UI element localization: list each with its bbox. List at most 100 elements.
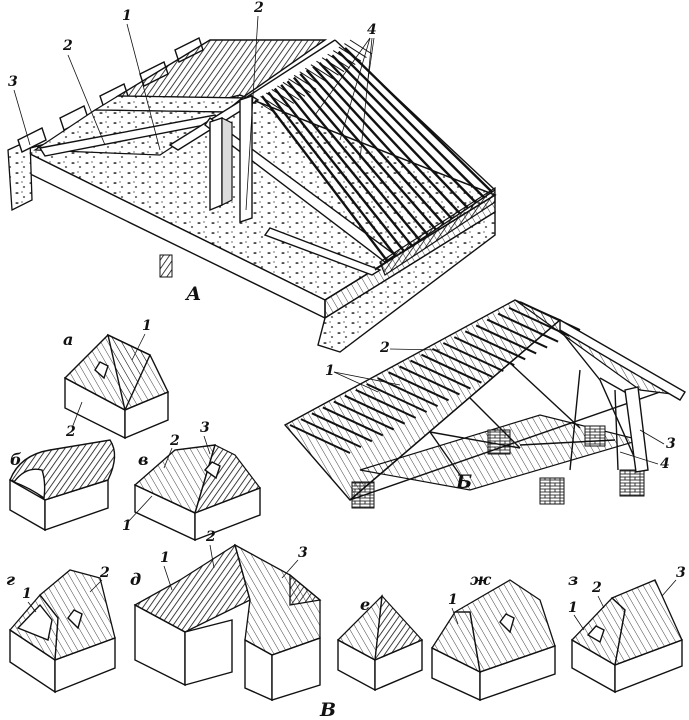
rafter-tick — [254, 99, 278, 115]
rafter — [267, 91, 397, 258]
roof-variant-a: а 1 2 — [63, 318, 169, 440]
support-column — [159, 254, 173, 278]
rafter — [318, 61, 461, 215]
callout-vz-2: 2 — [591, 580, 602, 596]
rafter-tick — [332, 50, 356, 66]
exterior-wall — [317, 210, 496, 353]
callout-b-3: 3 — [666, 436, 676, 452]
batten — [410, 359, 471, 390]
rafter-tick — [288, 78, 311, 94]
panel-b-label: Б — [455, 471, 472, 493]
roof-variant-zh: ж 1 — [431, 570, 556, 702]
rafter — [261, 95, 389, 263]
batten — [344, 394, 406, 425]
callout-vd-1: 1 — [160, 550, 170, 566]
variant-label-z: з — [568, 570, 578, 589]
variant-label-g: г — [6, 570, 15, 589]
rafter-tick — [316, 60, 339, 76]
batten — [497, 312, 559, 343]
callout-vv-3: 3 — [200, 420, 210, 436]
callout-a-1: 1 — [122, 8, 132, 24]
roof-variant-b: б — [9, 439, 116, 532]
panel-a-callouts: 1 2 2 3 4 А — [8, 0, 377, 305]
variant-label-d: д — [130, 570, 141, 589]
callout-vz-3: 3 — [676, 565, 686, 581]
rafter-tick — [299, 71, 322, 87]
variant-label-b: б — [10, 450, 22, 469]
rafter-tick — [327, 53, 350, 69]
callout-a-2-left: 2 — [62, 38, 73, 54]
rafter-tick — [349, 39, 373, 55]
rafter-tick — [277, 85, 300, 101]
callout-vd-3: 3 — [298, 545, 308, 561]
rafter — [312, 65, 453, 220]
roof-variant-d: д 1 2 3 — [130, 529, 322, 702]
rafter — [273, 87, 405, 252]
variant-label-v: в — [138, 450, 149, 469]
callout-vd-2: 2 — [205, 529, 216, 545]
batten — [366, 383, 428, 413]
brick-pier-4 — [619, 469, 645, 497]
batten — [300, 418, 362, 449]
batten — [322, 406, 384, 437]
rafter — [324, 58, 469, 209]
callout-vg-1: 1 — [22, 586, 32, 602]
left-wall — [7, 139, 33, 212]
batten — [355, 388, 417, 419]
rafter — [331, 54, 477, 204]
rafter-tick — [310, 64, 334, 80]
rafter-tick — [282, 81, 306, 97]
rafter — [299, 73, 437, 231]
callout-a-2-right: 2 — [253, 0, 264, 16]
callout-b-2: 2 — [379, 340, 390, 356]
batten — [289, 424, 351, 454]
rafter — [337, 50, 485, 199]
brick-pier-3 — [539, 477, 565, 505]
rafter-tick — [293, 74, 317, 90]
callout-vv-2: 2 — [169, 433, 180, 449]
callout-b-1: 1 — [325, 363, 335, 379]
batten — [486, 318, 548, 349]
rafter-tick — [265, 92, 289, 108]
callout-vzh-1: 1 — [448, 592, 458, 608]
callout-vz-1: 1 — [568, 600, 578, 616]
callout-a-4: 4 — [367, 22, 377, 38]
batten — [453, 336, 515, 367]
batten — [464, 330, 526, 361]
batten — [311, 412, 373, 443]
variant-label-a: а — [63, 330, 73, 349]
callout-b-4: 4 — [660, 456, 670, 472]
rafter-tick — [305, 67, 328, 83]
rafter — [280, 84, 413, 247]
rafter-tick — [271, 88, 295, 104]
batten — [421, 353, 482, 384]
rear-slope-strip — [92, 95, 244, 113]
panel-a-drawing — [7, 37, 497, 353]
callout-va-1: 1 — [142, 318, 152, 334]
rafter — [286, 80, 421, 242]
panel-b-drawing — [283, 299, 686, 509]
batten — [399, 365, 460, 396]
rafter — [293, 76, 429, 236]
panel-b-callouts: 1 2 3 4 Б — [325, 340, 676, 493]
rafter-tick — [321, 57, 345, 73]
callout-a-3: 3 — [8, 74, 18, 90]
roof-variant-e: е — [336, 594, 424, 692]
rafter-tick — [260, 96, 283, 111]
panel-v-label: В — [319, 699, 336, 720]
callout-vg-2: 2 — [99, 565, 110, 581]
roof-variant-z: з 1 2 3 — [568, 565, 686, 694]
roof-variant-g: г 1 2 — [6, 565, 116, 694]
callout-vv-1: 1 — [122, 518, 132, 534]
variant-label-zh: ж — [470, 570, 492, 589]
batten — [431, 347, 493, 378]
cornice-band — [379, 186, 496, 276]
posts — [209, 95, 253, 223]
batten — [388, 371, 449, 402]
rafter-tick — [344, 43, 367, 58]
rafter — [305, 69, 445, 226]
batten — [442, 342, 504, 372]
roof-variant-v: в 2 3 1 — [122, 420, 261, 542]
brick-pier-5 — [584, 425, 606, 447]
